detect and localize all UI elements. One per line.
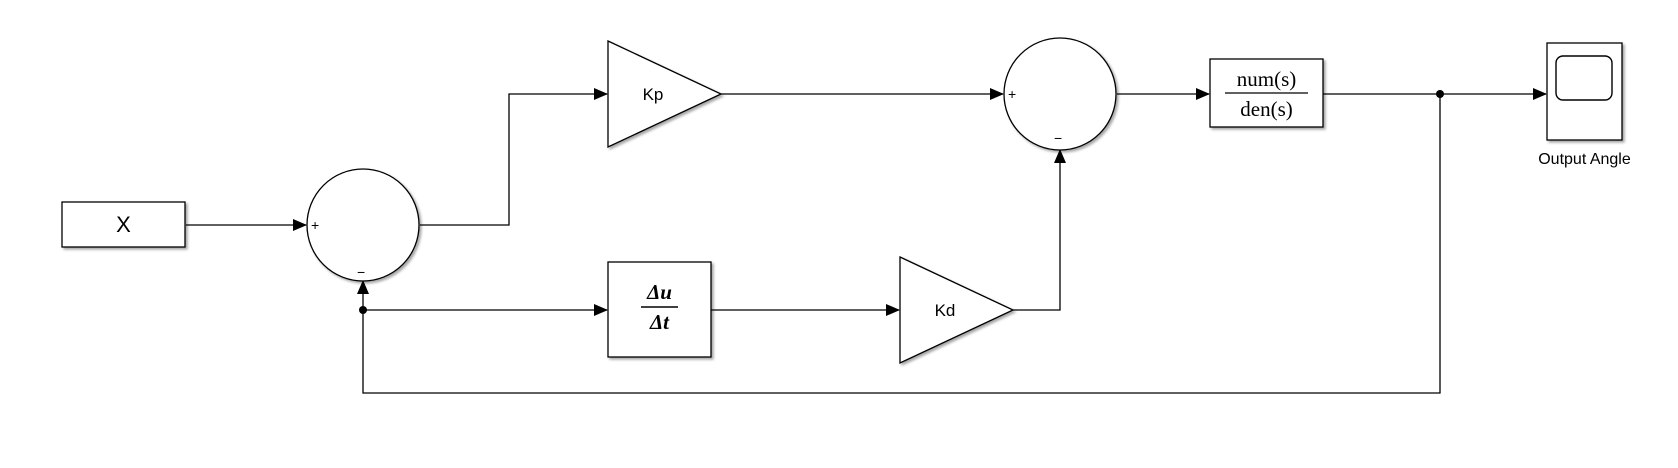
transfer-function-block[interactable]: num(s) den(s): [1209, 58, 1324, 128]
derivative-block[interactable]: Δu Δt: [607, 261, 712, 358]
feedback-line-output[interactable]: [362, 94, 1441, 394]
gain-block-kp[interactable]: Kp: [607, 39, 723, 149]
sum-block-1[interactable]: + −: [306, 168, 420, 282]
sum2-minus-sign: −: [1054, 130, 1062, 146]
branch-point-output: [1436, 90, 1444, 98]
signal-line-kd-to-sum2[interactable]: [1013, 149, 1066, 311]
derivative-denominator: Δt: [649, 310, 670, 334]
tf-numerator: num(s): [1237, 67, 1297, 91]
scope-label: Output Angle: [1538, 151, 1631, 168]
constant-block[interactable]: X: [61, 201, 186, 248]
gain-kd-label: Kd: [935, 301, 956, 320]
signal-line-sum1-to-kp[interactable]: [420, 88, 608, 226]
gain-block-kd[interactable]: Kd: [899, 255, 1015, 365]
tf-denominator: den(s): [1240, 97, 1292, 121]
scope-block[interactable]: Output Angle: [1538, 42, 1631, 168]
sum1-plus-sign: +: [311, 217, 319, 233]
gain-kp-label: Kp: [643, 85, 664, 104]
derivative-numerator: Δu: [646, 280, 672, 304]
scope-icon: [1555, 55, 1613, 101]
sum2-plus-sign: +: [1008, 86, 1016, 102]
sum1-minus-sign: −: [357, 264, 365, 280]
constant-label: X: [116, 212, 131, 237]
branch-point-feedback: [359, 306, 367, 314]
sum-block-2[interactable]: + −: [1003, 37, 1117, 151]
